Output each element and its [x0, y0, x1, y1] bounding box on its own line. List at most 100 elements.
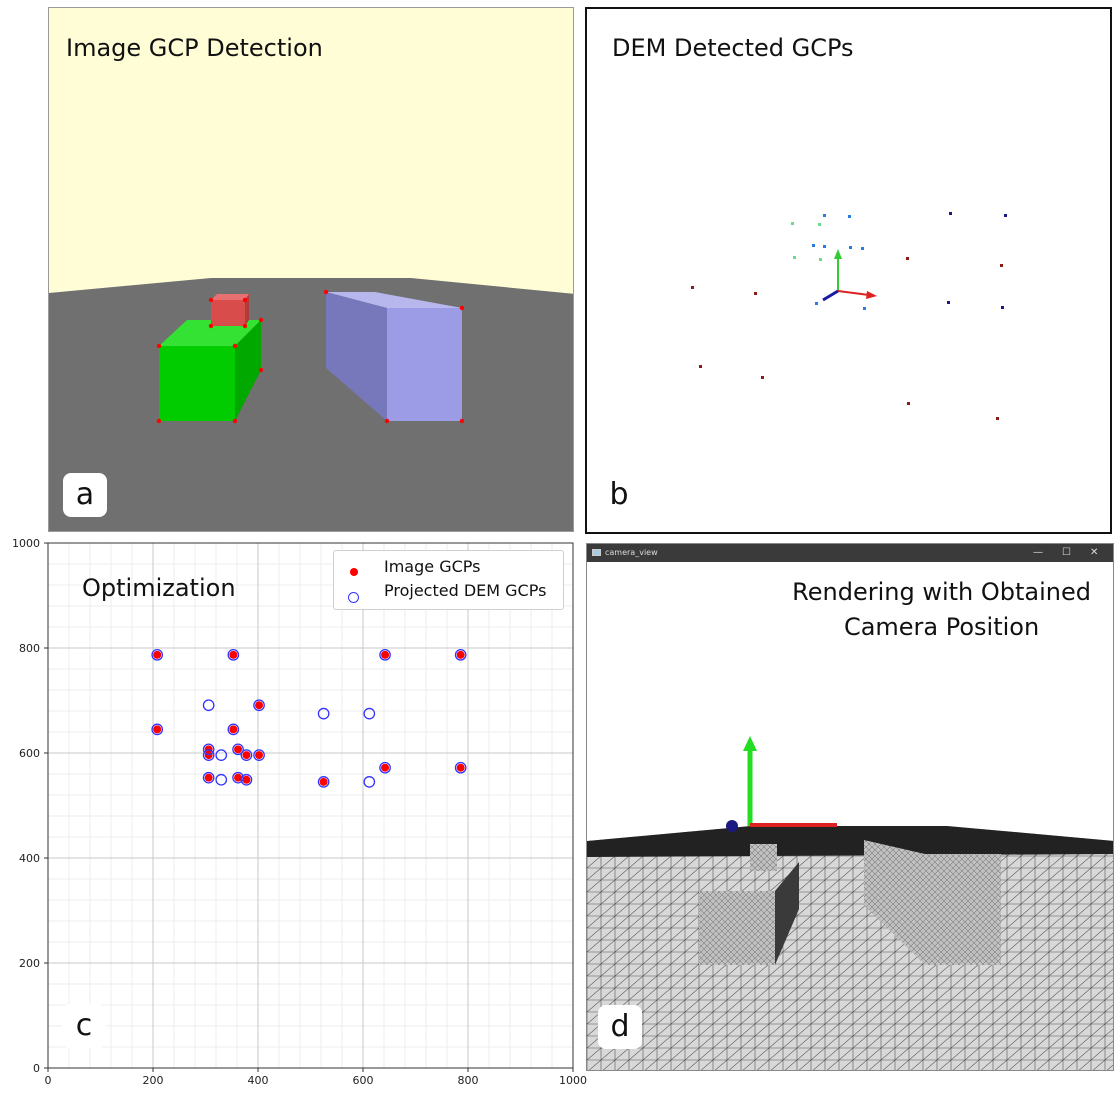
- panel-c-label: c: [62, 1004, 106, 1048]
- window-titlebar: camera_view — ☐ ✕: [587, 544, 1113, 562]
- ground-plane: [49, 278, 573, 531]
- close-icon[interactable]: ✕: [1090, 547, 1099, 558]
- projected-dem-gcp-point: [253, 699, 265, 712]
- projected-dem-gcp-point: [363, 707, 376, 720]
- legend-projected-dem-gcps: Projected DEM GCPs: [384, 581, 547, 600]
- image-gcp-point: [234, 745, 243, 754]
- image-gcp-point: [153, 650, 162, 659]
- projected-dem-gcp-point: [232, 743, 244, 756]
- image-gcp-point: [234, 773, 243, 782]
- panel-d-title-line1: Rendering with Obtained: [792, 578, 1091, 606]
- window-app-icon: [592, 549, 601, 556]
- panel-b-title: DEM Detected GCPs: [612, 34, 854, 62]
- x-tick-label: 400: [248, 1074, 269, 1087]
- maximize-icon[interactable]: ☐: [1062, 547, 1071, 558]
- panel-b-label: b: [597, 473, 641, 517]
- y-tick-label: 400: [19, 852, 40, 865]
- panel-d-rendering: camera_view — ☐ ✕ Renderi: [586, 543, 1114, 1071]
- dem-point-view: [691, 212, 1007, 420]
- scene-render: [49, 8, 573, 531]
- panel-a-label: a: [63, 473, 107, 517]
- panel-c-optimization: 0 200 400 600 800 1000 0 200 400 600 800 1000 Optim…: [0, 538, 592, 1097]
- panel-d-title-line2: Camera Position: [843, 613, 1040, 641]
- mesh-green-box: [699, 891, 775, 965]
- mesh-render: [587, 736, 1113, 1070]
- projected-dem-gcp-point: [202, 743, 215, 756]
- image-gcp-point: [153, 725, 162, 734]
- dem-gcp-points: [691, 212, 1007, 420]
- projected-dem-gcp-point: [232, 771, 244, 784]
- panel-d-title: Rendering with Obtained Camera Position: [792, 575, 1091, 645]
- image-gcp-point: [242, 775, 251, 784]
- red-cube-top: [211, 294, 249, 300]
- image-gcp-point: [381, 763, 390, 772]
- green-box-front: [159, 346, 235, 421]
- panel-a-image-gcp-detection: Image GCP Detection a: [48, 7, 574, 532]
- legend-projected-marker: [348, 592, 359, 603]
- green-box-side: [235, 320, 261, 421]
- mesh-red-cube: [750, 844, 777, 871]
- terrain-edge: [587, 826, 1113, 857]
- legend-image-gcps: Image GCPs: [384, 557, 481, 576]
- mesh-green-box-side: [775, 862, 799, 965]
- camera-axes-icon: [726, 736, 837, 832]
- projected-dem-gcp-point: [215, 773, 228, 786]
- projected-dem-gcp-point: [151, 723, 164, 736]
- image-gcp-point: [319, 777, 328, 786]
- image-gcp-point: [456, 650, 465, 659]
- x-tick-label: 1000: [559, 1074, 587, 1087]
- blue-box-side: [326, 292, 387, 421]
- image-gcp-point: [381, 650, 390, 659]
- y-tick-label: 800: [19, 642, 40, 655]
- projected-dem-gcp-point: [240, 773, 253, 786]
- projected-dem-gcp-point: [215, 749, 228, 761]
- projected-dem-gcp-point: [379, 761, 391, 774]
- projected-dem-gcp-point: [454, 761, 467, 774]
- mesh-blue-box-side: [864, 840, 925, 965]
- plot-area: [48, 543, 573, 1068]
- mesh-blue-box-front: [925, 854, 1001, 965]
- projected-dem-gcp-point: [454, 648, 467, 661]
- projected-dem-gcp-point: [151, 648, 164, 661]
- x-tick-label: 200: [143, 1074, 164, 1087]
- image-gcp-point: [229, 725, 238, 734]
- y-tick-label: 1000: [12, 538, 40, 550]
- chart-legend: Image GCPs Projected DEM GCPs: [333, 550, 564, 610]
- projected-dem-gcp-point: [363, 776, 376, 788]
- plot-frame: [47, 542, 574, 1069]
- image-gcp-point: [255, 701, 264, 710]
- red-cube-side: [245, 294, 249, 326]
- x-tick-label: 800: [458, 1074, 479, 1087]
- projected-dem-gcp-point: [379, 648, 391, 661]
- projected-dem-gcp-point: [227, 723, 240, 736]
- optimization-scatter-chart: 0 200 400 600 800 1000 0 200 400 600 800 1000: [12, 538, 587, 1087]
- image-gcp-markers: [156, 289, 465, 424]
- image-gcp-point: [204, 773, 213, 782]
- panel-d-label: d: [598, 1005, 642, 1049]
- projected-dem-gcp-point: [240, 749, 253, 761]
- panel-c-title: Optimization: [82, 574, 236, 602]
- image-gcp-point: [229, 650, 238, 659]
- green-box-top: [159, 320, 261, 346]
- projected-dem-gcp-point: [227, 648, 240, 661]
- y-tick-label: 0: [33, 1062, 40, 1075]
- y-tick-label: 600: [19, 747, 40, 760]
- projected-dem-gcp-point: [202, 699, 215, 712]
- projected-dem-gcp-point: [317, 707, 330, 720]
- projected-dem-gcp-point: [253, 749, 265, 761]
- image-gcp-point: [456, 763, 465, 772]
- x-tick-label: 600: [353, 1074, 374, 1087]
- projected-dem-gcp-point: [202, 771, 215, 784]
- panel-a-title: Image GCP Detection: [66, 34, 323, 62]
- terrain-mesh: [587, 826, 1113, 1070]
- window-title: camera_view: [605, 548, 658, 557]
- legend-image-gcp-marker: [350, 568, 358, 576]
- projected-dem-gcp-point: [317, 776, 330, 788]
- coordinate-axes-icon: [822, 249, 877, 302]
- x-tick-label: 0: [45, 1074, 52, 1087]
- blue-box-top: [326, 292, 462, 308]
- minimize-icon[interactable]: —: [1033, 547, 1043, 558]
- image-gcp-point: [242, 751, 251, 760]
- red-cube-front: [211, 300, 245, 326]
- y-tick-label: 200: [19, 957, 40, 970]
